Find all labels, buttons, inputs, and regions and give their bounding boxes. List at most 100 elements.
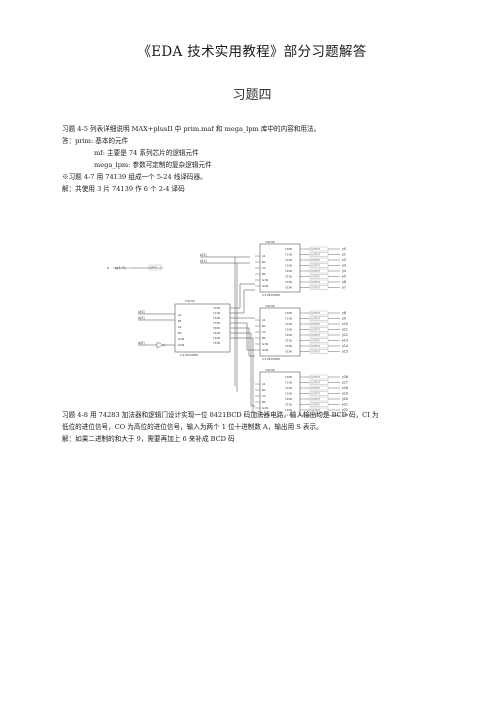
svg-text:Y23N: Y23N <box>213 341 220 345</box>
output-signal-label: y20 <box>342 397 348 401</box>
input-pin-label: A2 <box>262 394 266 398</box>
chip-subtitle: 2-4 DECODER <box>262 293 280 297</box>
output-pin-text: OUTPUT <box>311 404 321 407</box>
svg-text:B1: B1 <box>178 319 182 323</box>
output-pin-label: Y13N <box>285 392 292 396</box>
output-signal-label: y17 <box>342 381 348 385</box>
svg-text:B2: B2 <box>178 331 182 335</box>
svg-text:Y20N: Y20N <box>213 326 220 330</box>
answer-mega-lpm: mega_lpm: 参数可定制的复杂逻辑元件 <box>94 161 212 169</box>
output-signal-label: y7 <box>342 286 346 290</box>
input-pin-label: G1N <box>262 278 268 282</box>
chip-subtitle: 2-4 DECODER <box>262 357 280 361</box>
svg-text:2-4 DECODER: 2-4 DECODER <box>180 353 198 357</box>
output-pin-label: Y23N <box>285 414 292 417</box>
output-pin-label: Y10N <box>285 311 292 315</box>
output-pin-text: OUTPUT <box>311 259 321 262</box>
input-pin-label: A1 <box>262 254 266 258</box>
output-pin-text: OUTPUT <box>311 265 321 268</box>
svg-text:Y21N: Y21N <box>213 331 220 335</box>
output-pin-label: Y23N <box>285 286 292 290</box>
svg-text:Y10N: Y10N <box>213 306 220 310</box>
input-pin-label: G2N <box>262 284 268 288</box>
output-pin-label: Y11N <box>285 253 292 257</box>
output-pin-label: Y21N <box>285 339 292 343</box>
input-pin-label: B1 <box>262 260 266 264</box>
output-pin-label: Y23N <box>285 350 292 354</box>
document-title: 《EDA 技术实用教程》部分习题解答 <box>137 44 367 60</box>
output-signal-label: y19 <box>342 392 348 396</box>
output-signal-label: y8 <box>342 311 346 315</box>
input-pin: a a[4..0] INPUT <box>107 264 163 271</box>
input-pin-text: INPUT <box>150 267 158 270</box>
output-signal-label: y12 <box>342 333 348 337</box>
output-pin-text: OUTPUT <box>311 329 321 332</box>
output-pin-text: OUTPUT <box>311 323 321 326</box>
decoder-schematic: a a[4..0] INPUT a[2] a[1] 74139 a[4] a[3… <box>107 240 348 416</box>
output-pin-label: Y20N <box>285 269 292 273</box>
svg-text:a[3]: a[3] <box>138 316 144 320</box>
input-pin-label: A2 <box>262 266 266 270</box>
output-pin-text: OUTPUT <box>311 281 321 284</box>
output-pin-text: OUTPUT <box>311 398 321 401</box>
svg-text:74139: 74139 <box>185 299 195 303</box>
output-pin-text: OUTPUT <box>311 376 321 379</box>
output-pin-text: OUTPUT <box>311 312 321 315</box>
output-pin-text: OUTPUT <box>311 351 321 354</box>
svg-text:a: a <box>107 266 109 270</box>
svg-text:Y12N: Y12N <box>213 316 220 320</box>
output-signal-label: y13 <box>342 339 348 343</box>
output-pin-text: OUTPUT <box>311 415 321 417</box>
output-pin-label: Y20N <box>285 333 292 337</box>
input-pin-label: G2N <box>262 412 268 416</box>
output-signal-label: y14 <box>342 344 348 348</box>
input-pin-label: A1 <box>262 318 266 322</box>
output-signal-label: y9 <box>342 317 346 321</box>
problem-4-7: ※习题 4-7 用 74139 组成一个 5-24 线译码器。 <box>62 173 207 181</box>
svg-text:a[0]: a[0] <box>138 341 144 345</box>
problem-4-8-line1: 习题 4-8 用 74283 加法器和逻辑门设计实现一位 8421BCD 码加法… <box>62 411 379 419</box>
input-pin-label: A2 <box>262 330 266 334</box>
problem-4-5: 习题 4-5 列表详细说明 MAX+plusII 中 prim.maf 和 me… <box>62 125 321 133</box>
output-pin-label: Y13N <box>285 328 292 332</box>
svg-text:A2: A2 <box>178 325 182 329</box>
output-pin-label: Y12N <box>285 386 292 390</box>
input-pin-label: A1 <box>262 382 266 386</box>
input-pin-label: B1 <box>262 388 266 392</box>
output-pin-label: Y12N <box>285 258 292 262</box>
chip-name: 74139 <box>265 368 275 372</box>
chip-name: 74139 <box>265 240 275 244</box>
output-signal-label: y1 <box>342 253 346 257</box>
input-pin-label: G1N <box>262 406 268 410</box>
output-pin-label: Y10N <box>285 375 292 379</box>
svg-text:Y13N: Y13N <box>213 321 220 325</box>
output-pin-text: OUTPUT <box>311 287 321 290</box>
output-pin-text: OUTPUT <box>311 318 321 321</box>
output-pin-label: Y13N <box>285 264 292 268</box>
output-pin-label: Y10N <box>285 247 292 251</box>
output-signal-label: y15 <box>342 350 348 354</box>
answer-prim: 答：prim: 基本的元件 <box>62 137 129 145</box>
output-pin-label: Y12N <box>285 322 292 326</box>
problem-4-8-line2: 低位的进位信号，CO 为高位的进位信号，输入为两个 1 位十进制数 A，输出用 … <box>62 423 323 431</box>
output-pin-label: Y22N <box>285 344 292 348</box>
net-a1-label: a[1] <box>200 259 206 263</box>
output-pin-text: OUTPUT <box>311 409 321 412</box>
output-signal-label: y23 <box>342 414 348 417</box>
output-pin-label: Y21N <box>285 403 292 407</box>
input-pin-label: G1N <box>262 342 268 346</box>
input-bus-label: a[4..0] <box>115 266 126 270</box>
output-pin-text: OUTPUT <box>311 382 321 385</box>
input-pin-label: B2 <box>262 400 266 404</box>
output-pin-text: OUTPUT <box>311 248 321 251</box>
output-pin-label: Y21N <box>285 275 292 279</box>
output-pin-label: Y22N <box>285 280 292 284</box>
output-pin-text: OUTPUT <box>311 345 321 348</box>
output-pin-text: OUTPUT <box>311 393 321 396</box>
svg-text:Y11N: Y11N <box>213 311 220 315</box>
output-pin-text: OUTPUT <box>311 276 321 279</box>
